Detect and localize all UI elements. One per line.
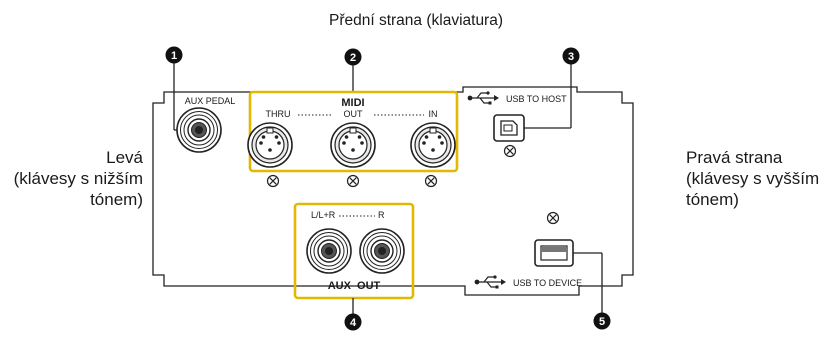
aux-out-group-frame: [293, 202, 415, 300]
aux-out-left-jack-icon: [306, 228, 352, 274]
left-label-line: (klávesy s nižším: [13, 169, 143, 188]
screw-icon: [546, 211, 560, 225]
screw-icon: [424, 174, 438, 188]
midi-label: MIDI: [341, 97, 364, 109]
usb-a-port-icon: [534, 239, 574, 267]
aux-out-label: AUX OUT: [328, 280, 381, 292]
usb-host-symbol-icon: [466, 90, 500, 106]
svg-text:1: 1: [171, 50, 177, 62]
panel-outline: [152, 86, 634, 296]
aux-out-right-jack-icon: [359, 228, 405, 274]
midi-out-label: OUT: [344, 109, 364, 119]
midi-thru-label: THRU: [266, 109, 291, 119]
aux-pedal-jack-icon: [176, 107, 222, 153]
left-label-line: Levá: [106, 148, 143, 167]
aux-out-right-label: R: [378, 210, 385, 220]
svg-text:2: 2: [350, 52, 356, 64]
usb-to-device-label: USB TO DEVICE: [513, 278, 582, 288]
callout-2: 2: [344, 48, 362, 92]
svg-text:4: 4: [350, 317, 357, 329]
callout-4: 4: [344, 298, 362, 331]
right-label-line: (klávesy s vyšším: [686, 169, 820, 188]
usb-to-host-label: USB TO HOST: [506, 94, 567, 104]
midi-in-jack-icon: [410, 122, 456, 168]
midi-group-frame: [248, 90, 459, 173]
aux-pedal-label: AUX PEDAL: [185, 96, 236, 106]
right-label-line: Pravá strana: [686, 148, 783, 167]
callout-3: 3: [524, 47, 580, 129]
left-side-label: Levá (klávesy s nižším tónem): [14, 147, 143, 210]
front-side-label: Přední strana (klaviatura): [329, 12, 503, 29]
midi-in-label: IN: [429, 109, 438, 119]
midi-thru-jack-icon: [247, 122, 293, 168]
midi-out-jack-icon: [330, 122, 376, 168]
right-label-line: tónem): [686, 190, 739, 209]
usb-device-symbol-icon: [473, 274, 507, 290]
usb-b-port-icon: [493, 114, 525, 142]
right-side-label: Pravá strana (klávesy s vyšším tónem): [686, 147, 819, 210]
screw-icon: [346, 174, 360, 188]
aux-out-left-label: L/L+R: [311, 210, 336, 220]
left-label-line: tónem): [90, 190, 143, 209]
screw-icon: [266, 174, 280, 188]
svg-text:3: 3: [568, 51, 574, 63]
callout-5: 5: [573, 252, 611, 330]
svg-text:5: 5: [599, 316, 605, 328]
screw-icon: [503, 144, 517, 158]
